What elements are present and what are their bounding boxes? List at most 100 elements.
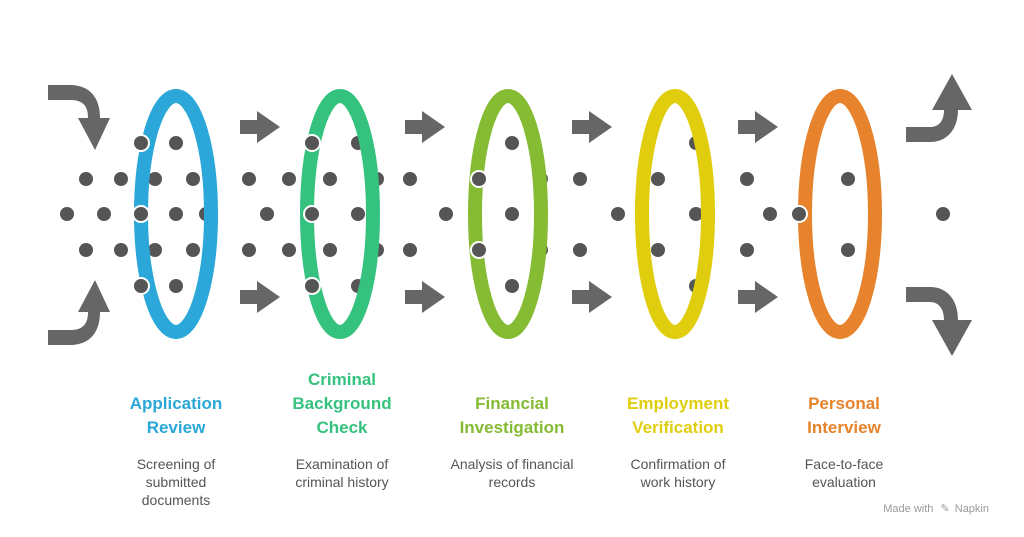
curved-arrow-icon (906, 74, 972, 142)
dot (351, 207, 365, 221)
dot (169, 207, 183, 221)
stage-title-line: Personal (808, 394, 880, 413)
dot (148, 172, 162, 186)
stage-description-line: Screening of (136, 456, 216, 472)
arrow-right-icon (572, 281, 612, 313)
arrow-right-icon (240, 111, 280, 143)
curved-arrow-icon (48, 85, 110, 150)
stage-ring-5 (798, 89, 882, 339)
stage-description-2: Examination of criminal history (262, 455, 422, 491)
dot (242, 243, 256, 257)
dot (132, 277, 150, 295)
dot (505, 207, 519, 221)
stage-title-line: Interview (807, 418, 881, 437)
stage-description-5: Face-to-face evaluation (764, 455, 924, 491)
dot (790, 205, 808, 223)
dot (303, 134, 321, 152)
stage-description-1: Screening of submitted documents (96, 455, 256, 509)
dot (60, 207, 74, 221)
curved-arrow-icon (48, 280, 110, 345)
dot (323, 243, 337, 257)
dot (242, 172, 256, 186)
stage-description-line: documents (141, 492, 211, 508)
dot (403, 172, 417, 186)
dot (114, 243, 128, 257)
curved-arrow-icon (906, 287, 972, 356)
dot (689, 207, 703, 221)
funnel-diagram (48, 74, 972, 356)
dot (97, 207, 111, 221)
dot (114, 172, 128, 186)
made-with-napkin-footer: Made with ✎ Napkin (883, 502, 989, 515)
stage-title-line: Investigation (459, 418, 565, 437)
stage-description-3: Analysis of financial records (432, 455, 592, 491)
dot (573, 243, 587, 257)
stage-description-line: Analysis of financial (450, 456, 574, 472)
dot (260, 207, 274, 221)
dot (148, 243, 162, 257)
arrow-right-icon (240, 281, 280, 313)
stage-ring-4 (635, 89, 715, 339)
dot (79, 243, 93, 257)
dot (470, 241, 488, 259)
dot (323, 172, 337, 186)
arrow-right-icon (738, 111, 778, 143)
stage-title-line: Financial (475, 394, 549, 413)
stage-description-line: work history (640, 474, 716, 490)
front-dots-layer (132, 134, 808, 295)
arrows-layer (48, 74, 972, 356)
dot (439, 207, 453, 221)
stage-title-line: Application (129, 394, 223, 413)
napkin-logo-icon: ✎ (940, 503, 950, 515)
dot (132, 205, 150, 223)
dot (282, 243, 296, 257)
stage-ring-3 (468, 89, 548, 339)
dot (505, 136, 519, 150)
made-with-text: Made with (883, 503, 934, 515)
dot (403, 243, 417, 257)
dot (740, 172, 754, 186)
dot (169, 136, 183, 150)
stage-description-line: Confirmation of (630, 456, 726, 472)
dot (763, 207, 777, 221)
dots-layer (60, 136, 950, 293)
arrow-right-icon (572, 111, 612, 143)
stage-title-line: Criminal (307, 370, 377, 389)
napkin-brand-text: Napkin (954, 503, 989, 515)
stage-description-line: Examination of (295, 456, 389, 472)
dot (611, 207, 625, 221)
stage-title-line: Check (316, 418, 368, 437)
stage-description-line: Face-to-face (804, 456, 884, 472)
stage-description-4: Confirmation of work history (598, 455, 758, 491)
arrow-right-icon (405, 111, 445, 143)
dot (132, 134, 150, 152)
dot (841, 172, 855, 186)
dot (505, 279, 519, 293)
stage-title-line: Background (292, 394, 392, 413)
dot (282, 172, 296, 186)
dot (573, 172, 587, 186)
stage-description-line: records (488, 474, 536, 490)
stage-description-line: criminal history (295, 474, 389, 490)
dot (740, 243, 754, 257)
stage-title-line: Verification (632, 418, 724, 437)
dot (303, 277, 321, 295)
arrow-right-icon (405, 281, 445, 313)
dot (169, 279, 183, 293)
dot (841, 243, 855, 257)
arrow-right-icon (738, 281, 778, 313)
stage-description-line: submitted (145, 474, 207, 490)
dot (651, 243, 665, 257)
stage-title-line: Review (146, 418, 206, 437)
dot (79, 172, 93, 186)
dot (470, 170, 488, 188)
dot (936, 207, 950, 221)
dot (303, 205, 321, 223)
dot (186, 172, 200, 186)
stage-description-line: evaluation (812, 474, 876, 490)
